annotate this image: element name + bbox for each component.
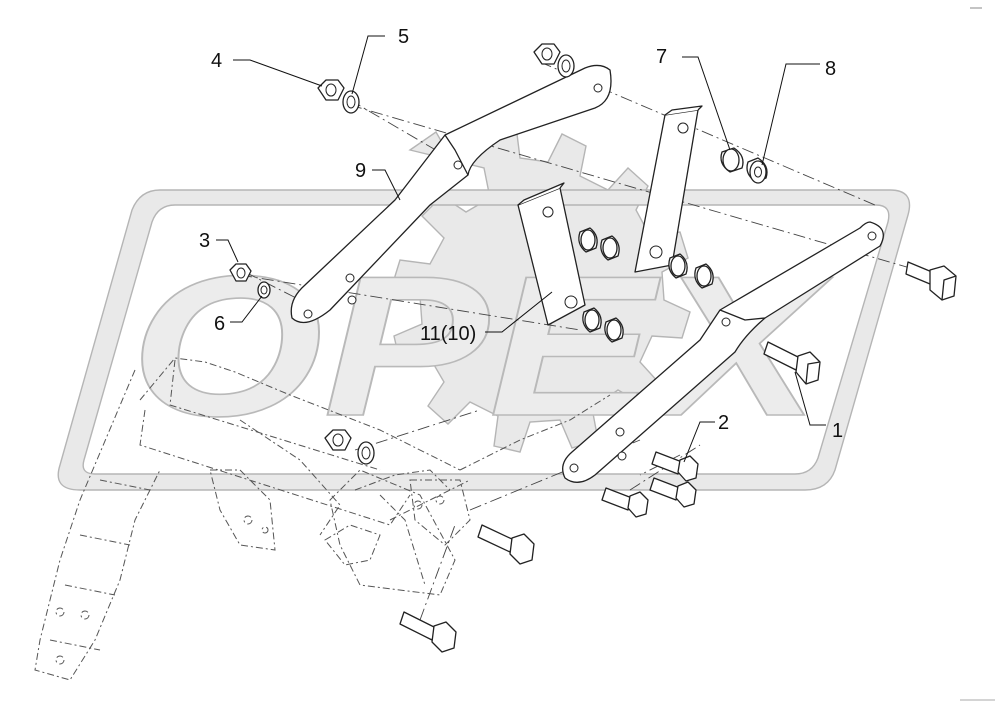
bushing <box>578 227 598 253</box>
nut-lower <box>324 429 352 451</box>
watermark-frame <box>57 189 911 491</box>
bolt-center <box>477 524 535 565</box>
callout-6: 6 <box>214 313 225 335</box>
callout-2: 2 <box>718 412 729 434</box>
spacer-plate-front <box>517 182 586 326</box>
right-arm-part-1 <box>562 221 884 483</box>
nut-part-4 <box>317 79 345 101</box>
washer-lower <box>357 441 375 465</box>
callout-11-10: 11(10) <box>420 323 476 345</box>
bushing-part-7 <box>720 147 744 173</box>
washer-part-6 <box>257 281 271 299</box>
callout-1: 1 <box>832 420 843 442</box>
bushing <box>600 235 620 261</box>
bolt-bottom <box>399 611 457 653</box>
bushing <box>668 253 688 279</box>
bushing-part-8 <box>746 157 768 184</box>
left-arm-part-9 <box>290 64 612 324</box>
bolt-part-2 <box>651 451 699 482</box>
callout-3: 3 <box>199 230 210 252</box>
leader-lines <box>216 35 826 463</box>
washer-part-5 <box>342 90 360 114</box>
callout-8: 8 <box>825 58 836 80</box>
nut-top <box>533 43 561 65</box>
bolt-mid <box>649 477 697 508</box>
callout-5: 5 <box>398 26 409 48</box>
washer-top <box>557 54 575 78</box>
bushing <box>694 263 714 289</box>
center-lines <box>239 61 911 621</box>
bushing <box>604 317 624 343</box>
callout-9: 9 <box>355 160 366 182</box>
frame-assembly-hidden <box>34 357 611 681</box>
bolt-low <box>601 487 649 518</box>
bushings <box>578 147 768 343</box>
bushing <box>582 307 602 333</box>
callout-7: 7 <box>656 46 667 68</box>
callout-4: 4 <box>211 50 222 72</box>
callouts: 4 5 7 8 9 3 6 11(10) 1 2 <box>199 26 843 442</box>
nut-part-3 <box>229 263 252 282</box>
corner-marks <box>960 7 995 701</box>
bolt-part-1 <box>763 341 821 385</box>
bolt-right-large <box>905 261 957 301</box>
